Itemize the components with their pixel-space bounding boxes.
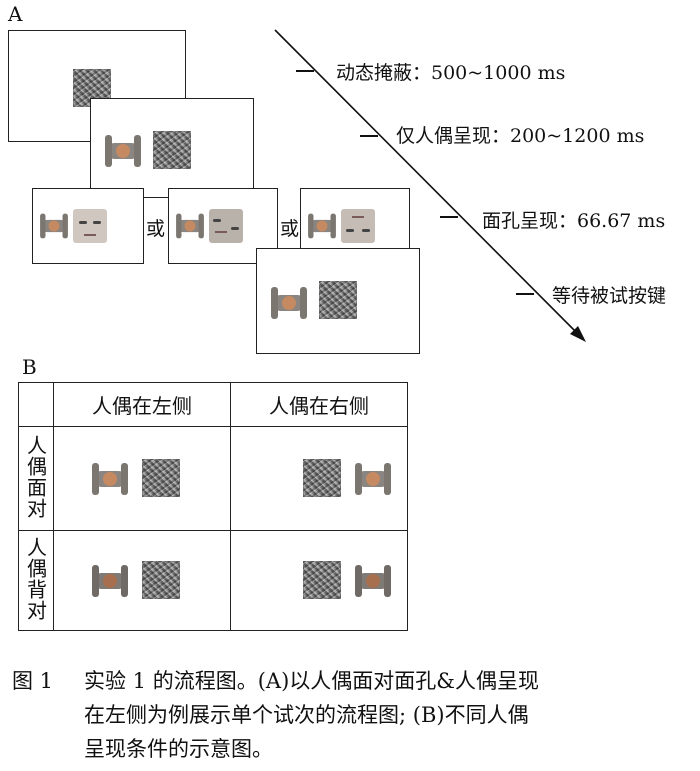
step-tick-2 <box>360 135 378 137</box>
step-tick-3 <box>440 216 458 218</box>
table-corner-cell <box>18 382 54 427</box>
or-text-2: 或 <box>280 218 300 240</box>
frame-doll-only <box>90 98 254 198</box>
step-tick-4 <box>516 293 534 295</box>
row-header-facing: 人偶面对 <box>18 426 54 531</box>
doll-figure <box>271 287 307 319</box>
noise-mask <box>303 561 341 599</box>
noise-mask <box>142 459 180 497</box>
doll-figure <box>355 463 391 495</box>
cell-back-right <box>230 530 408 631</box>
noise-mask <box>303 459 341 497</box>
caption-line-1: 实验 1 的流程图。(A)以人偶面对面孔&人偶呈现 <box>84 669 539 693</box>
cell-facing-left <box>53 426 231 531</box>
panel-a-letter: A <box>8 2 23 26</box>
caption-line-2: 在左侧为例展示单个试次的流程图; (B)不同人偶 <box>84 703 529 727</box>
or-text-1: 或 <box>146 218 166 240</box>
cell-back-left <box>53 530 231 631</box>
col-header-right: 人偶在右侧 <box>230 382 408 427</box>
noise-mask <box>319 281 357 319</box>
noise-mask <box>142 561 180 599</box>
figure-number: 图 1 <box>12 669 54 693</box>
frame-wait-response <box>256 248 420 354</box>
doll-figure <box>355 565 391 597</box>
doll-figure <box>105 135 141 167</box>
face-image-scrambled <box>209 209 243 243</box>
doll-figure <box>92 463 128 495</box>
row-header-back: 人偶背对 <box>18 530 54 631</box>
step-label-face: 面孔呈现：66.67 ms <box>482 210 666 232</box>
noise-mask <box>153 131 191 169</box>
panel-b-letter: B <box>22 355 37 379</box>
caption-line-3: 呈现条件的示意图。 <box>84 737 273 761</box>
step-label-mask: 动态掩蔽：500~1000 ms <box>336 62 566 84</box>
step-label-wait: 等待被试按键 <box>552 285 667 307</box>
timeline-arrow <box>274 29 586 342</box>
doll-figure <box>92 565 128 597</box>
face-image <box>73 209 107 243</box>
step-label-doll-only: 仅人偶呈现：200~1200 ms <box>396 125 645 147</box>
doll-figure <box>308 213 336 239</box>
doll-figure <box>40 213 68 239</box>
col-header-left: 人偶在左侧 <box>53 382 231 427</box>
cell-facing-right <box>230 426 408 531</box>
frame-face-option-1 <box>32 188 144 264</box>
step-tick-1 <box>296 70 314 72</box>
face-image-inverted <box>341 209 375 243</box>
doll-figure <box>176 213 204 239</box>
condition-table: 人偶在左侧 人偶在右侧 人偶面对 人偶背对 <box>18 382 408 631</box>
